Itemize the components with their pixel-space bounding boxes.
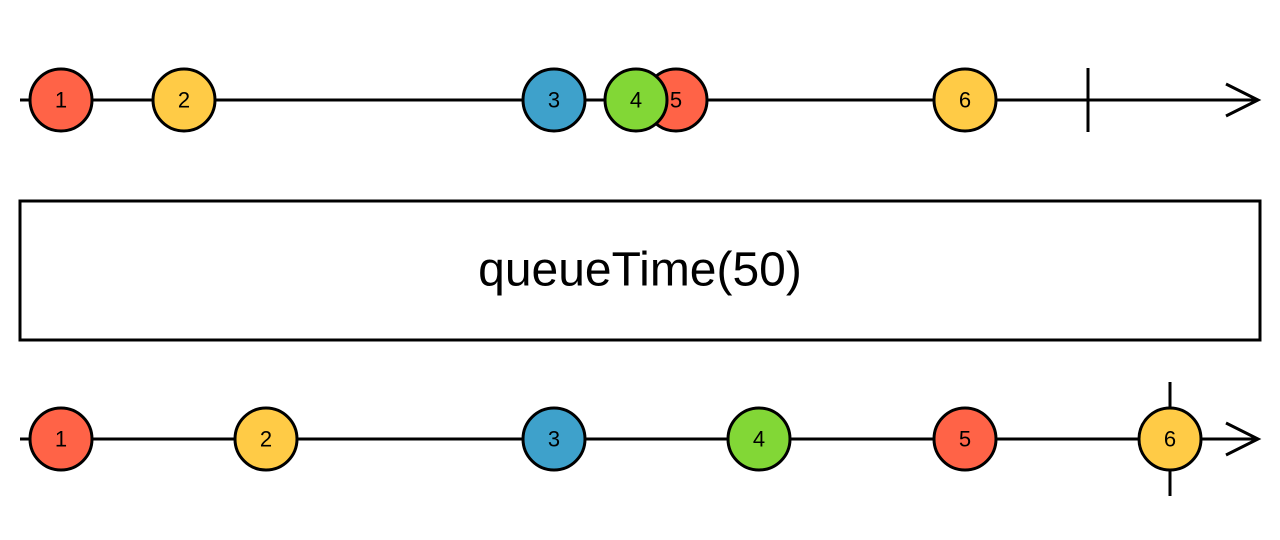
input-marble: 4 [603,67,669,133]
output-marble-label: 2 [260,427,272,452]
output-marble-label: 4 [753,427,765,452]
input-marble-circle [151,67,217,133]
input-timeline: 1 2 3 5 4 6 [20,67,1262,133]
input-marble-label: 5 [670,88,682,113]
input-marble-label: 4 [630,88,642,113]
input-marbles: 1 2 3 5 4 6 [28,67,998,133]
output-marble-circle [521,406,587,472]
output-marble: 1 [28,406,94,472]
input-marble: 2 [151,67,217,133]
input-marble: 3 [521,67,587,133]
input-marble-label: 6 [959,88,971,113]
output-marble-circle [1137,406,1203,472]
operator-box [18,199,1262,342]
output-axis-arrowhead [1225,421,1262,457]
input-marble-label: 1 [55,88,67,113]
output-marble-circle [726,406,792,472]
input-marble-label: 2 [178,88,190,113]
input-marble-circle [603,67,669,133]
output-marble: 2 [233,406,299,472]
output-marble: 5 [932,406,998,472]
output-marble-label: 1 [55,427,67,452]
output-timeline: 1 2 3 4 5 6 [20,382,1262,496]
input-axis-arrowhead [1225,82,1262,118]
output-marble-label: 5 [959,427,971,452]
output-marble: 6 [1137,406,1203,472]
output-marble-circle [233,406,299,472]
input-marble-circle [28,67,94,133]
input-marble-label: 3 [548,88,560,113]
operator-label: queueTime(50) [478,244,802,297]
output-marble-label: 3 [548,427,560,452]
input-marble: 1 [28,67,94,133]
input-marble-circle [932,67,998,133]
output-marble: 4 [726,406,792,472]
input-marble-circle [521,67,587,133]
output-marble-circle [28,406,94,472]
output-marbles: 1 2 3 4 5 6 [28,406,1203,472]
input-marble: 6 [932,67,998,133]
output-marble-label: 6 [1164,427,1176,452]
output-marble-circle [932,406,998,472]
output-marble: 3 [521,406,587,472]
operator: queueTime(50) [18,199,1262,342]
